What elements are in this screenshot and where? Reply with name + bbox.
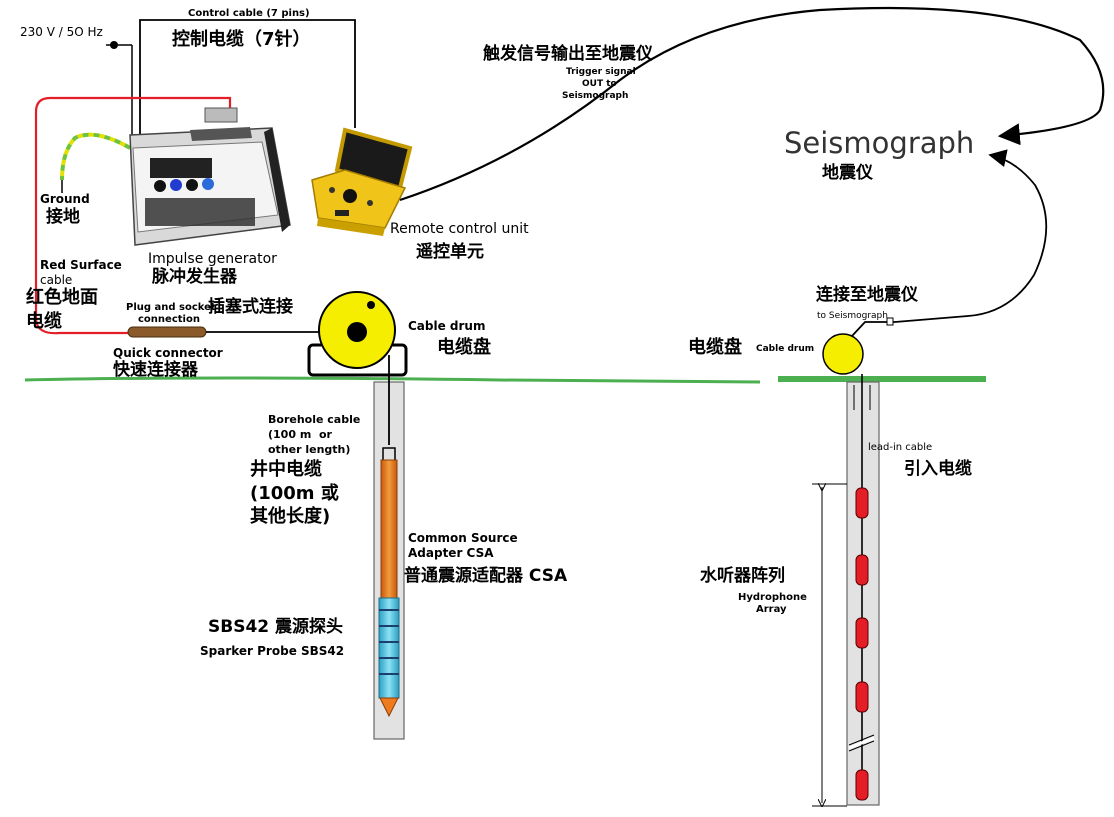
hydrophone-array bbox=[855, 487, 869, 801]
trigger-en-1: Trigger signal bbox=[566, 67, 636, 77]
ground-surface-left bbox=[24, 376, 761, 384]
borehole-zh-3: 其他长度) bbox=[250, 506, 331, 527]
sparker-probe bbox=[378, 447, 400, 718]
probe-zh: SBS42 震源探头 bbox=[208, 617, 344, 637]
cable-drum-left bbox=[307, 291, 408, 377]
cable-drum-right bbox=[822, 333, 864, 375]
borehole-right bbox=[846, 381, 880, 806]
seismograph-zh: 地震仪 bbox=[822, 163, 873, 183]
remote-en: Remote control unit bbox=[390, 221, 529, 237]
to-seismograph-zh: 连接至地震仪 bbox=[816, 285, 918, 305]
ground-wire bbox=[60, 132, 131, 181]
control-cable-line bbox=[139, 19, 356, 150]
leadin-zh: 引入电缆 bbox=[904, 459, 972, 479]
control-cable-en: Control cable (7 pins) bbox=[188, 8, 310, 19]
impulse-en: Impulse generator bbox=[148, 251, 277, 267]
power-voltage-label: 230 V / 5O Hz bbox=[20, 25, 103, 39]
csa-en-1: Common Source bbox=[408, 531, 518, 545]
cable-drum-right-en: Cable drum bbox=[756, 344, 815, 354]
borehole-en-1: Borehole cable bbox=[268, 413, 361, 426]
plug-en-1: Plug and socket bbox=[126, 302, 216, 313]
ground-surface-right bbox=[778, 376, 986, 382]
trigger-en-2: OUT to bbox=[582, 79, 617, 89]
remote-control-unit bbox=[311, 127, 413, 236]
csa-en-2: Adapter CSA bbox=[408, 546, 494, 560]
hydro-zh: 水听器阵列 bbox=[700, 566, 785, 586]
hydro-en-2: Array bbox=[756, 604, 787, 615]
right-cable-to-seismograph bbox=[851, 149, 1048, 337]
cable-drum-right-zh: 电缆盘 bbox=[688, 337, 742, 358]
leadin-en: lead-in cable bbox=[868, 442, 933, 453]
remote-zh: 遥控单元 bbox=[416, 242, 484, 262]
cable-drum-left-zh: 电缆盘 bbox=[437, 337, 491, 358]
quick-zh: 快速连接器 bbox=[113, 360, 198, 380]
trigger-en-3: Seismograph bbox=[562, 91, 629, 101]
control-cable-zh: 控制电缆（7针） bbox=[172, 29, 311, 50]
ground-zh: 接地 bbox=[46, 207, 80, 227]
trigger-zh: 触发信号输出至地震仪 bbox=[483, 44, 653, 64]
probe-en: Sparker Probe SBS42 bbox=[200, 644, 345, 658]
red-cable-zh-2: 电缆 bbox=[26, 311, 62, 332]
to-seismograph-en: to Seismograph bbox=[817, 311, 888, 321]
plug-en-2: connection bbox=[138, 314, 200, 325]
red-cable-zh-1: 红色地面 bbox=[26, 287, 98, 308]
plug-connector bbox=[127, 326, 207, 338]
borehole-en-2: (100 m or bbox=[268, 428, 332, 441]
impulse-zh: 脉冲发生器 bbox=[152, 267, 237, 287]
csa-zh: 普通震源适配器 CSA bbox=[404, 566, 568, 586]
red-surface-cable bbox=[34, 96, 232, 335]
red-cable-en-1: Red Surface bbox=[40, 258, 122, 272]
borehole-zh-1: 井中电缆 bbox=[250, 459, 322, 480]
borehole-en-3: other length) bbox=[268, 443, 351, 456]
power-plug bbox=[110, 41, 118, 49]
seismograph-en: Seismograph bbox=[784, 126, 975, 160]
trigger-cable bbox=[399, 6, 1105, 202]
ground-en: Ground bbox=[40, 192, 90, 206]
borehole-zh-2: (100m 或 bbox=[250, 483, 339, 504]
hydro-en-1: Hydrophone bbox=[738, 592, 807, 603]
cable-drum-left-en: Cable drum bbox=[408, 319, 486, 333]
red-cable-en-2: cable bbox=[40, 273, 73, 287]
quick-en: Quick connector bbox=[113, 346, 223, 360]
plug-zh: 插塞式连接 bbox=[208, 297, 293, 317]
impulse-generator bbox=[129, 107, 291, 246]
